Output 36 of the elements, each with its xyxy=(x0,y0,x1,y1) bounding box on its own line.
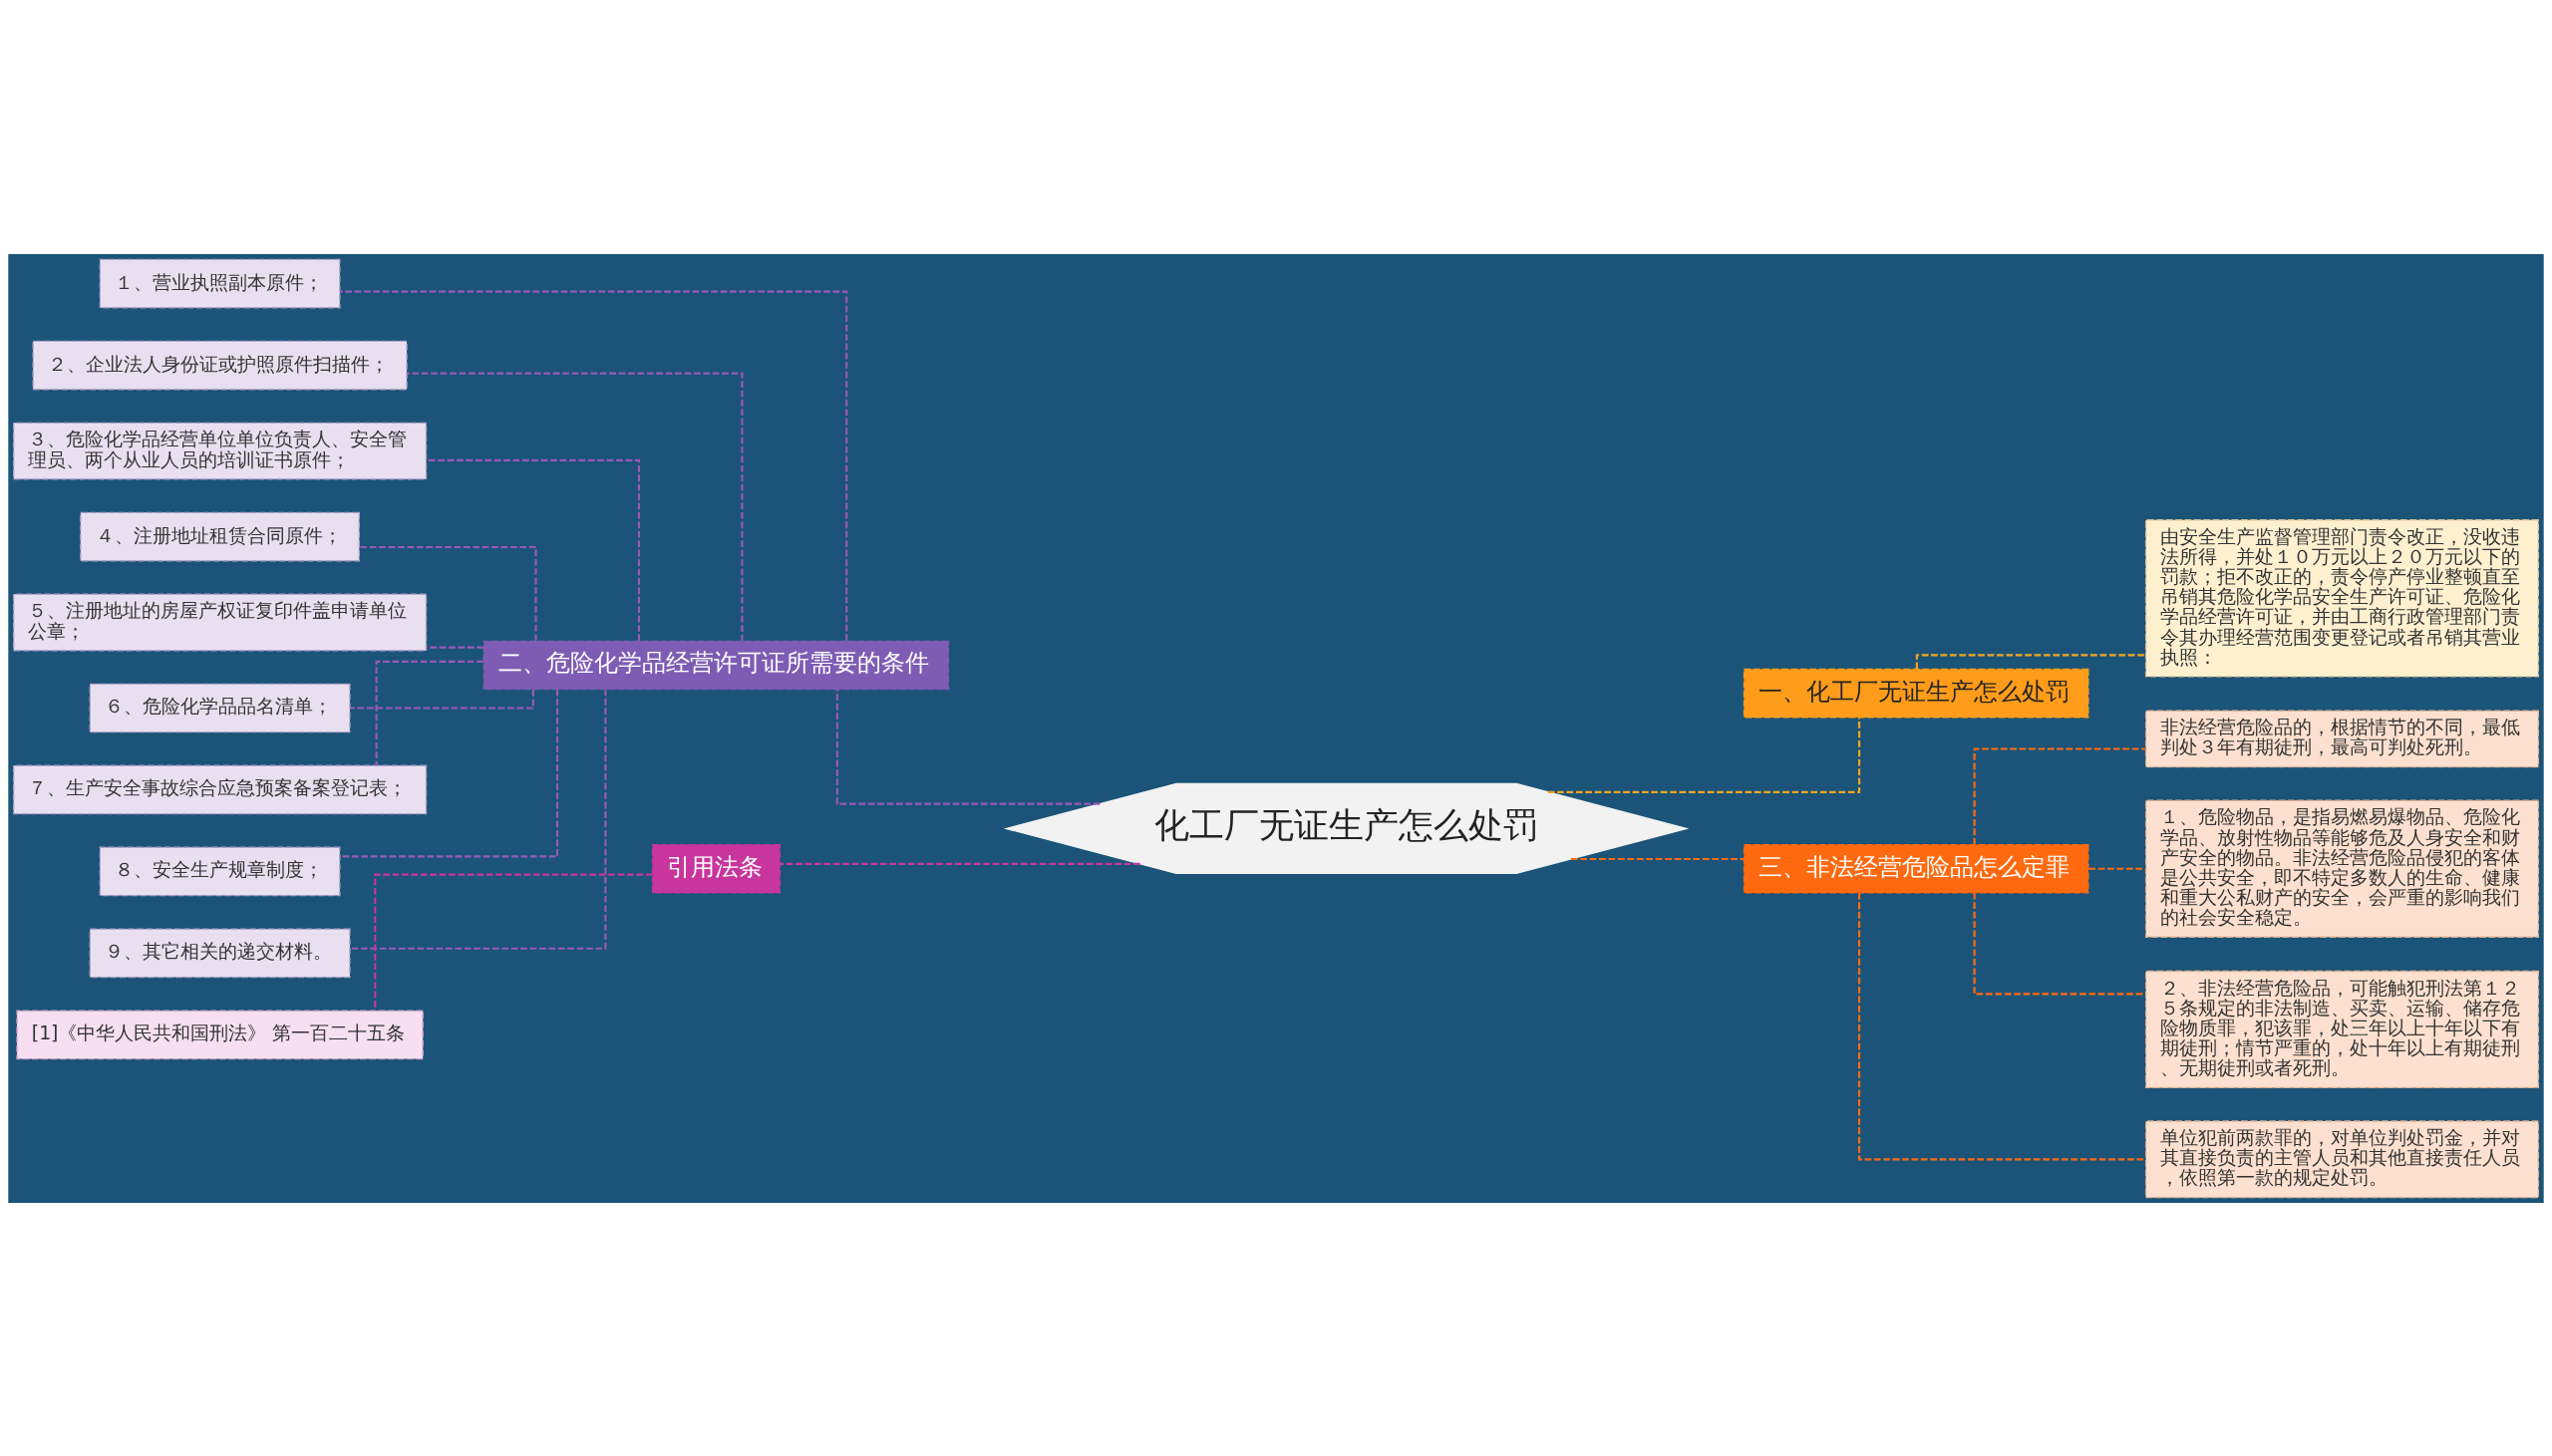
node-box: ８、安全生产规章制度； xyxy=(99,846,341,896)
connector xyxy=(2088,867,2146,870)
node-box: 单位犯前两款罪的，对单位判处罚金，并对其直接负责的主管人员和其他直接责任人员，依照第一款的规定处罚。 xyxy=(2144,1119,2539,1198)
node-box: 由安全生产监督管理部门责令改正，没收违法所得，并处１０万元以上２０万元以下的罚款；拒不改正的，责令停产停业整顿直至吊销其危险化学品安全生产许可证、危险化学品经营许可证，并由工商行政管理部门责令其办理经营范围变更登记或者吊销其营业执照： xyxy=(2144,518,2539,678)
connector xyxy=(407,372,744,641)
connector xyxy=(350,689,534,710)
connector xyxy=(375,660,483,765)
connector xyxy=(350,689,607,950)
node-box: １、营业执照副本原件； xyxy=(99,258,341,308)
node-box: ５、注册地址的房屋产权证复印件盖申请单位公章； xyxy=(13,593,428,651)
node-box: ６、危险化学品品名清单； xyxy=(89,683,351,732)
connector xyxy=(359,545,537,641)
node-box: ２、非法经营危险品，可能触犯刑法第１２５条规定的非法制造、买卖、运输、储存危险物质罪，犯该罪，处三年以上十年以下有期徒刑；情节严重的，处十年以上有期徒刑、无期徒刑或者死刑。 xyxy=(2144,970,2539,1088)
node-box: ７、生产安全事故综合应急预案备案登记表； xyxy=(13,764,428,814)
connector xyxy=(426,458,641,641)
connector xyxy=(1858,892,2146,1160)
node-box: 引用法条 xyxy=(651,843,781,894)
node-box: [1]《中华人民共和国刑法》 第一百二十五条 xyxy=(16,1010,424,1059)
connector xyxy=(426,646,484,649)
node-box: ９、其它相关的递交材料。 xyxy=(89,928,351,978)
connector xyxy=(780,862,1140,865)
node-box: ３、危险化学品经营单位单位负责人、安全管理员、两个从业人员的培训证书原件； xyxy=(13,422,428,479)
connector xyxy=(374,873,653,1011)
node-box: ４、注册地址租赁合同原件； xyxy=(80,511,360,561)
connector xyxy=(1915,653,2146,669)
node-box: 三、非法经营危险品怎么定罪 xyxy=(1743,843,2089,894)
connector xyxy=(835,689,1101,805)
node-box: 二、危险化学品经营许可证所需要的条件 xyxy=(482,640,950,690)
node-box: 非法经营危险品的，根据情节的不同，最低判处３年有期徒刑，最高可判处死刑。 xyxy=(2144,710,2539,767)
node-box: 一、化工厂无证生产怎么处罚 xyxy=(1743,668,2089,719)
connector xyxy=(1571,857,1745,860)
node-box: ２、企业法人身份证或护照原件扫描件； xyxy=(32,340,408,390)
node-box: １、危险物品，是指易燃易爆物品、危险化学品、放射性物品等能够危及人身安全和财产安全的物品。非法经营危险品侵犯的客体是公共安全，即不特定多数人的生命、健康和重大公私财产的安全，会严重的影响我们的社会安全稳定。 xyxy=(2144,799,2539,938)
connector xyxy=(1547,717,1861,793)
connector xyxy=(1973,746,2146,844)
connector xyxy=(340,290,848,641)
